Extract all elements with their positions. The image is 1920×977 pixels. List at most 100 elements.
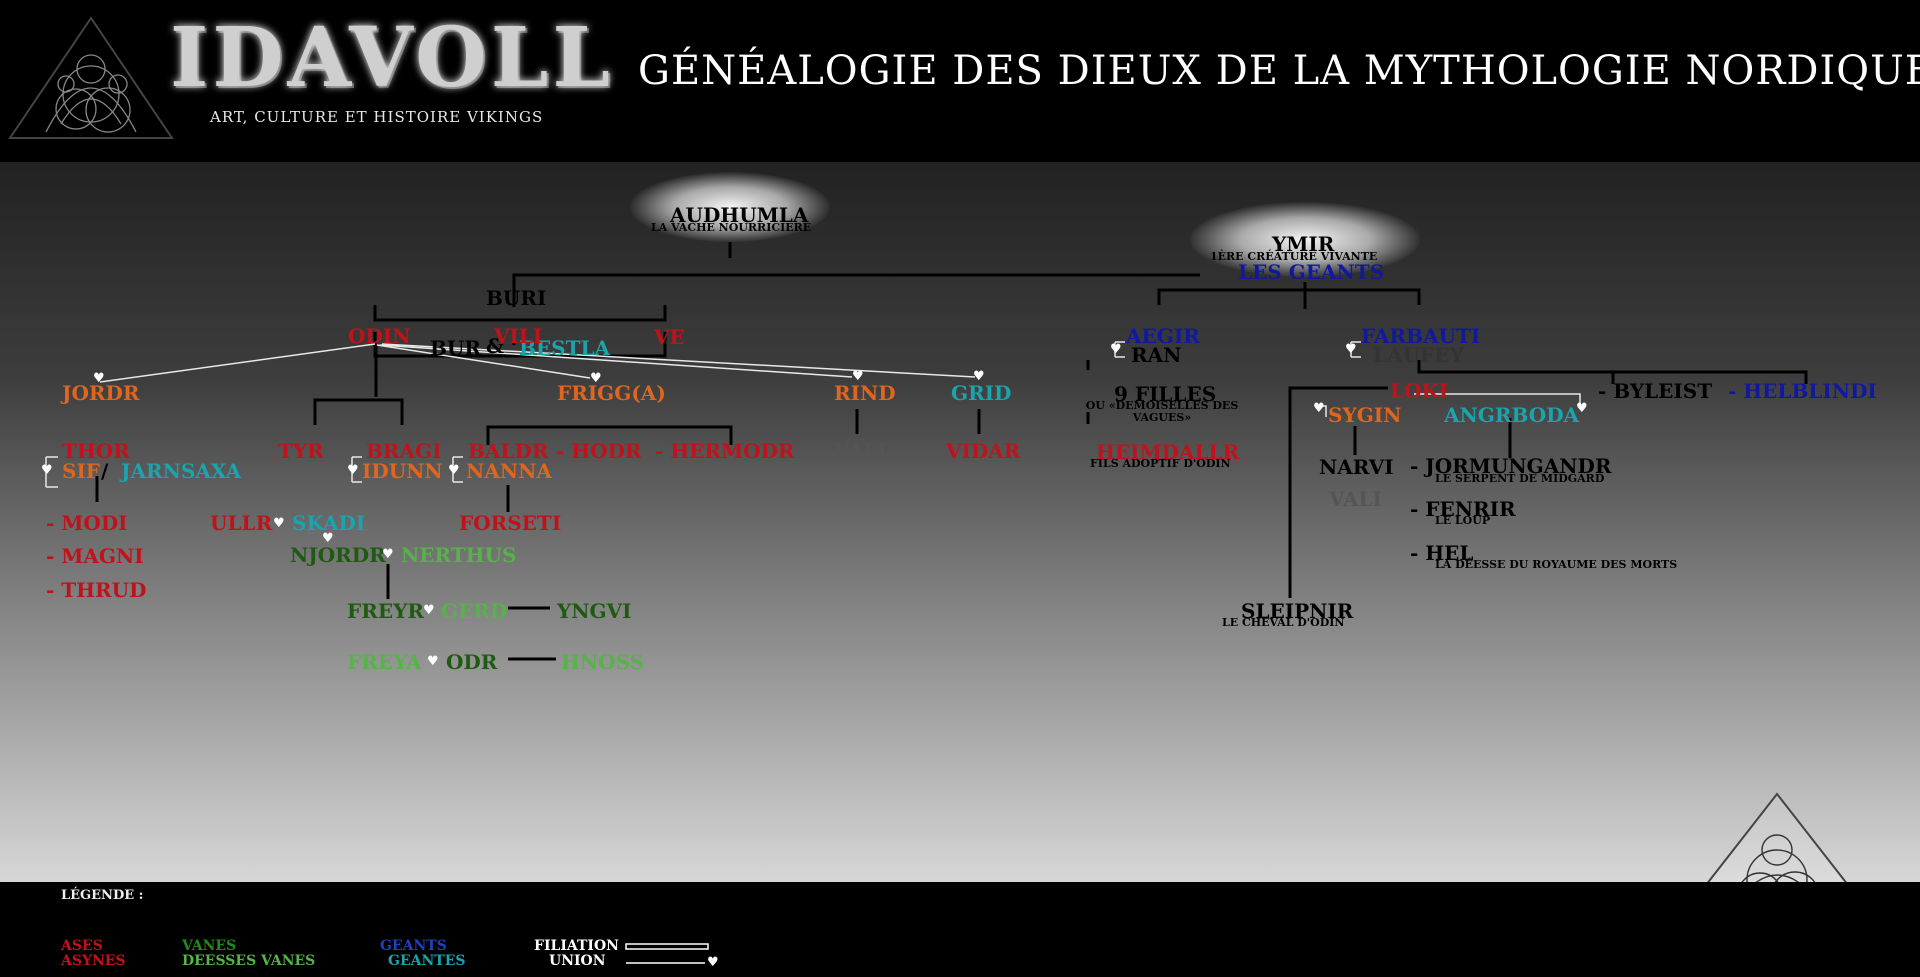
node-baldr: BALDR xyxy=(468,439,549,463)
node-sygin: SYGIN xyxy=(1328,403,1402,427)
heart-icon: ♥ xyxy=(273,516,285,531)
node-angrboda: ANGRBODA xyxy=(1444,403,1580,427)
legend-filiation: FILIATION xyxy=(534,938,619,954)
node-vali-odin: VALI xyxy=(834,439,887,463)
node-hel-desc: LA DÉESSE DU ROYAUME DES MORTS xyxy=(1435,558,1678,571)
heart-icon: ♥ xyxy=(41,463,53,478)
node-freyr: FREYR xyxy=(347,599,424,623)
node-hodr: - HODR xyxy=(556,439,642,463)
node-sleipnir: SLEIPNIR xyxy=(1241,599,1354,623)
node-heimdallr: HEIMDALLR xyxy=(1096,440,1240,464)
node-laufey: LAUFEY xyxy=(1373,343,1464,367)
heart-icon: ♥ xyxy=(852,369,864,384)
node-odin: ODIN xyxy=(348,324,411,348)
node-hnoss: HNOSS xyxy=(561,650,645,674)
node-aegir: AEGIR xyxy=(1126,324,1200,348)
heart-icon: ♥ xyxy=(590,371,602,386)
node-bragi: BRAGI xyxy=(366,439,442,463)
node-narvi: NARVI xyxy=(1319,455,1394,479)
node-jordr: JORDR xyxy=(62,381,140,405)
node-sleipnir-desc: LE CHEVAL D'ODIN xyxy=(1222,616,1345,629)
node-filles-desc: OU «DEMOISELLES DES VAGUES» xyxy=(1085,399,1239,424)
node-fenrir-desc: LE LOUP xyxy=(1435,514,1491,527)
node-ve: VE xyxy=(654,325,685,349)
node-buri: BURI xyxy=(486,286,547,310)
header: IDAVOLL ART, CULTURE ET HISTOIRE VIKINGS… xyxy=(0,0,1920,162)
node-heimdallr-desc: FILS ADOPTIF D'ODIN xyxy=(1090,457,1231,470)
node-hel: - HEL xyxy=(1410,541,1474,565)
node-yngvi: YNGVI xyxy=(557,599,632,623)
node-farbauti: FARBAUTI xyxy=(1361,324,1481,348)
genealogy-tree: AUDHUMLA LA VACHE NOURRICIÈRE YMIR 1ÈRE … xyxy=(0,162,1920,882)
legend-lines xyxy=(625,943,709,964)
legend-heart-icon: ♥ xyxy=(707,955,719,970)
node-vali-loki: VALI xyxy=(1329,487,1382,511)
heart-icon: ♥ xyxy=(1576,401,1588,416)
node-rind: RIND xyxy=(834,381,896,405)
legend-ases: ASES xyxy=(61,938,103,954)
node-geants: LES GEANTS xyxy=(1238,260,1385,284)
node-audhumla-desc: LA VACHE NOURRICIÈRE xyxy=(651,221,812,234)
node-ran: RAN xyxy=(1131,343,1182,367)
legend: LÉGENDE : ASES ASYNES VANES DEESSES VANE… xyxy=(0,882,1920,977)
node-magni: - MAGNI xyxy=(46,544,144,568)
node-ymir-desc: 1ÈRE CRÉATURE VIVANTE xyxy=(1210,250,1378,263)
node-ymir: YMIR xyxy=(1272,232,1335,256)
node-nanna: NANNA xyxy=(466,459,552,483)
node-vili: VILI xyxy=(494,324,543,348)
heart-icon: ♥ xyxy=(382,547,394,562)
heart-icon: ♥ xyxy=(322,531,334,546)
heart-icon: ♥ xyxy=(448,463,460,478)
tagline: ART, CULTURE ET HISTOIRE VIKINGS xyxy=(210,108,544,126)
legend-union: UNION xyxy=(549,953,606,969)
node-odr: ODR xyxy=(446,650,498,674)
heart-icon: ♥ xyxy=(1345,342,1357,357)
heart-icon: ♥ xyxy=(347,463,359,478)
node-thor: THOR xyxy=(62,439,130,463)
node-filles: 9 FILLES xyxy=(1114,382,1217,406)
node-amp: & xyxy=(486,334,505,358)
node-gerd: GERD xyxy=(441,599,508,623)
heart-icon: ♥ xyxy=(973,369,985,384)
legend-deesses-vanes: DEESSES VANES xyxy=(182,953,316,969)
heart-icon: ♥ xyxy=(93,371,105,386)
legend-geantes: GEANTES xyxy=(388,953,466,969)
node-frigg: FRIGG(A) xyxy=(557,381,666,405)
node-sif: SIF xyxy=(62,459,100,483)
watermark-triangle-icon xyxy=(1707,792,1847,882)
node-bur: BUR xyxy=(430,336,481,360)
node-nerthus: NERTHUS xyxy=(401,543,517,567)
heart-icon: ♥ xyxy=(423,603,435,618)
legend-asynes: ASYNES xyxy=(61,953,126,969)
node-ullr: ULLR xyxy=(210,511,273,535)
page-title: GÉNÉALOGIE DES DIEUX DE LA MYTHOLOGIE NO… xyxy=(638,48,1920,94)
logo-text: IDAVOLL xyxy=(170,10,615,106)
node-idunn: IDUNN xyxy=(362,459,443,483)
legend-vanes: VANES xyxy=(182,938,237,954)
node-bestla: BESTLA xyxy=(519,336,611,360)
node-tyr: TYR xyxy=(278,439,324,463)
node-vidar: VIDAR xyxy=(946,439,1021,463)
node-slash: / xyxy=(101,459,109,483)
legend-title: LÉGENDE : xyxy=(61,888,144,903)
node-thrud: - THRUD xyxy=(46,578,147,602)
node-njordr: NJORDR xyxy=(290,543,386,567)
logo-triangle-icon xyxy=(8,16,174,139)
heart-icon: ♥ xyxy=(1110,342,1122,357)
node-jarnsaxa: JARNSAXA xyxy=(121,459,242,483)
node-byleist: - BYLEIST xyxy=(1598,379,1713,403)
connector-lines xyxy=(45,242,1808,661)
node-jormungandr-desc: LE SERPENT DE MIDGARD xyxy=(1435,472,1605,485)
legend-geants: GEANTS xyxy=(380,938,447,954)
node-modi: - MODI xyxy=(46,511,128,535)
node-freya: FREYA xyxy=(347,650,422,674)
heart-icon: ♥ xyxy=(1313,401,1325,416)
node-forseti: FORSETI xyxy=(459,511,562,535)
heart-icon: ♥ xyxy=(427,654,439,669)
node-fenrir: - FENRIR xyxy=(1410,497,1516,521)
node-skadi: SKADI xyxy=(292,511,366,535)
node-jormungandr: - JORMUNGANDR xyxy=(1410,454,1612,478)
node-grid: GRID xyxy=(951,381,1012,405)
node-hermodr: - HERMODR xyxy=(655,439,795,463)
node-helblindi: - HELBLINDI xyxy=(1728,379,1877,403)
